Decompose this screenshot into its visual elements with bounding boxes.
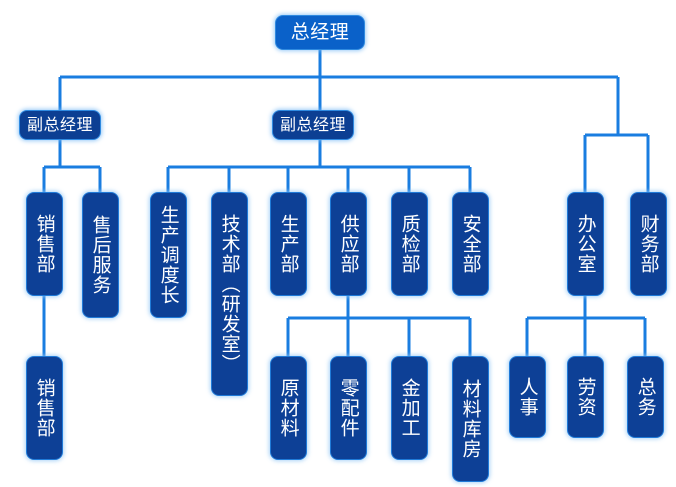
node-spare-parts[interactable]: 零配件	[330, 356, 367, 460]
node-personnel[interactable]: 人事	[509, 356, 546, 438]
node-label: 总经理	[290, 21, 350, 44]
node-safety-department[interactable]: 安全部	[452, 192, 489, 296]
node-general-manager[interactable]: 总经理	[275, 15, 365, 50]
node-supply-department[interactable]: 供应部	[330, 192, 367, 296]
node-label: 销售部	[33, 378, 56, 438]
node-label: 售后服务	[89, 215, 112, 295]
node-label: 副总经理	[26, 114, 93, 134]
node-label: 人事	[516, 377, 539, 417]
node-general-affairs[interactable]: 总务	[627, 356, 664, 438]
node-label: 零配件	[337, 378, 360, 438]
node-material-warehouse[interactable]: 材料库房	[452, 356, 489, 482]
node-metal-processing[interactable]: 金加工	[391, 356, 428, 460]
node-label: 副总经理	[279, 114, 346, 134]
node-label: 技术部（研发室）	[218, 214, 241, 374]
node-label: 原材料	[277, 378, 300, 438]
node-label: 质检部	[398, 214, 421, 274]
node-raw-materials[interactable]: 原材料	[270, 356, 307, 460]
node-labor-wages[interactable]: 劳资	[567, 356, 604, 438]
node-label: 办公室	[574, 214, 597, 274]
node-label: 生产部	[277, 214, 300, 274]
node-production-department[interactable]: 生产部	[270, 192, 307, 296]
node-sales-department-sub[interactable]: 销售部	[26, 356, 63, 460]
node-technical-department[interactable]: 技术部（研发室）	[211, 192, 248, 396]
node-quality-inspection-department[interactable]: 质检部	[391, 192, 428, 296]
node-deputy-gm-1[interactable]: 副总经理	[19, 110, 101, 140]
node-label: 金加工	[398, 378, 421, 438]
node-label: 安全部	[459, 214, 482, 274]
node-label: 生产调度长	[157, 205, 180, 305]
node-label: 材料库房	[459, 379, 482, 459]
node-finance-department[interactable]: 财务部	[630, 192, 667, 296]
node-label: 销售部	[33, 214, 56, 274]
node-label: 总务	[634, 377, 657, 417]
node-label: 供应部	[337, 214, 360, 274]
node-label: 财务部	[637, 214, 660, 274]
node-after-sales-service[interactable]: 售后服务	[82, 192, 119, 318]
node-label: 劳资	[574, 377, 597, 417]
node-production-scheduler[interactable]: 生产调度长	[150, 192, 187, 318]
node-office[interactable]: 办公室	[567, 192, 604, 296]
node-sales-department[interactable]: 销售部	[26, 192, 63, 296]
node-deputy-gm-2[interactable]: 副总经理	[272, 110, 354, 140]
